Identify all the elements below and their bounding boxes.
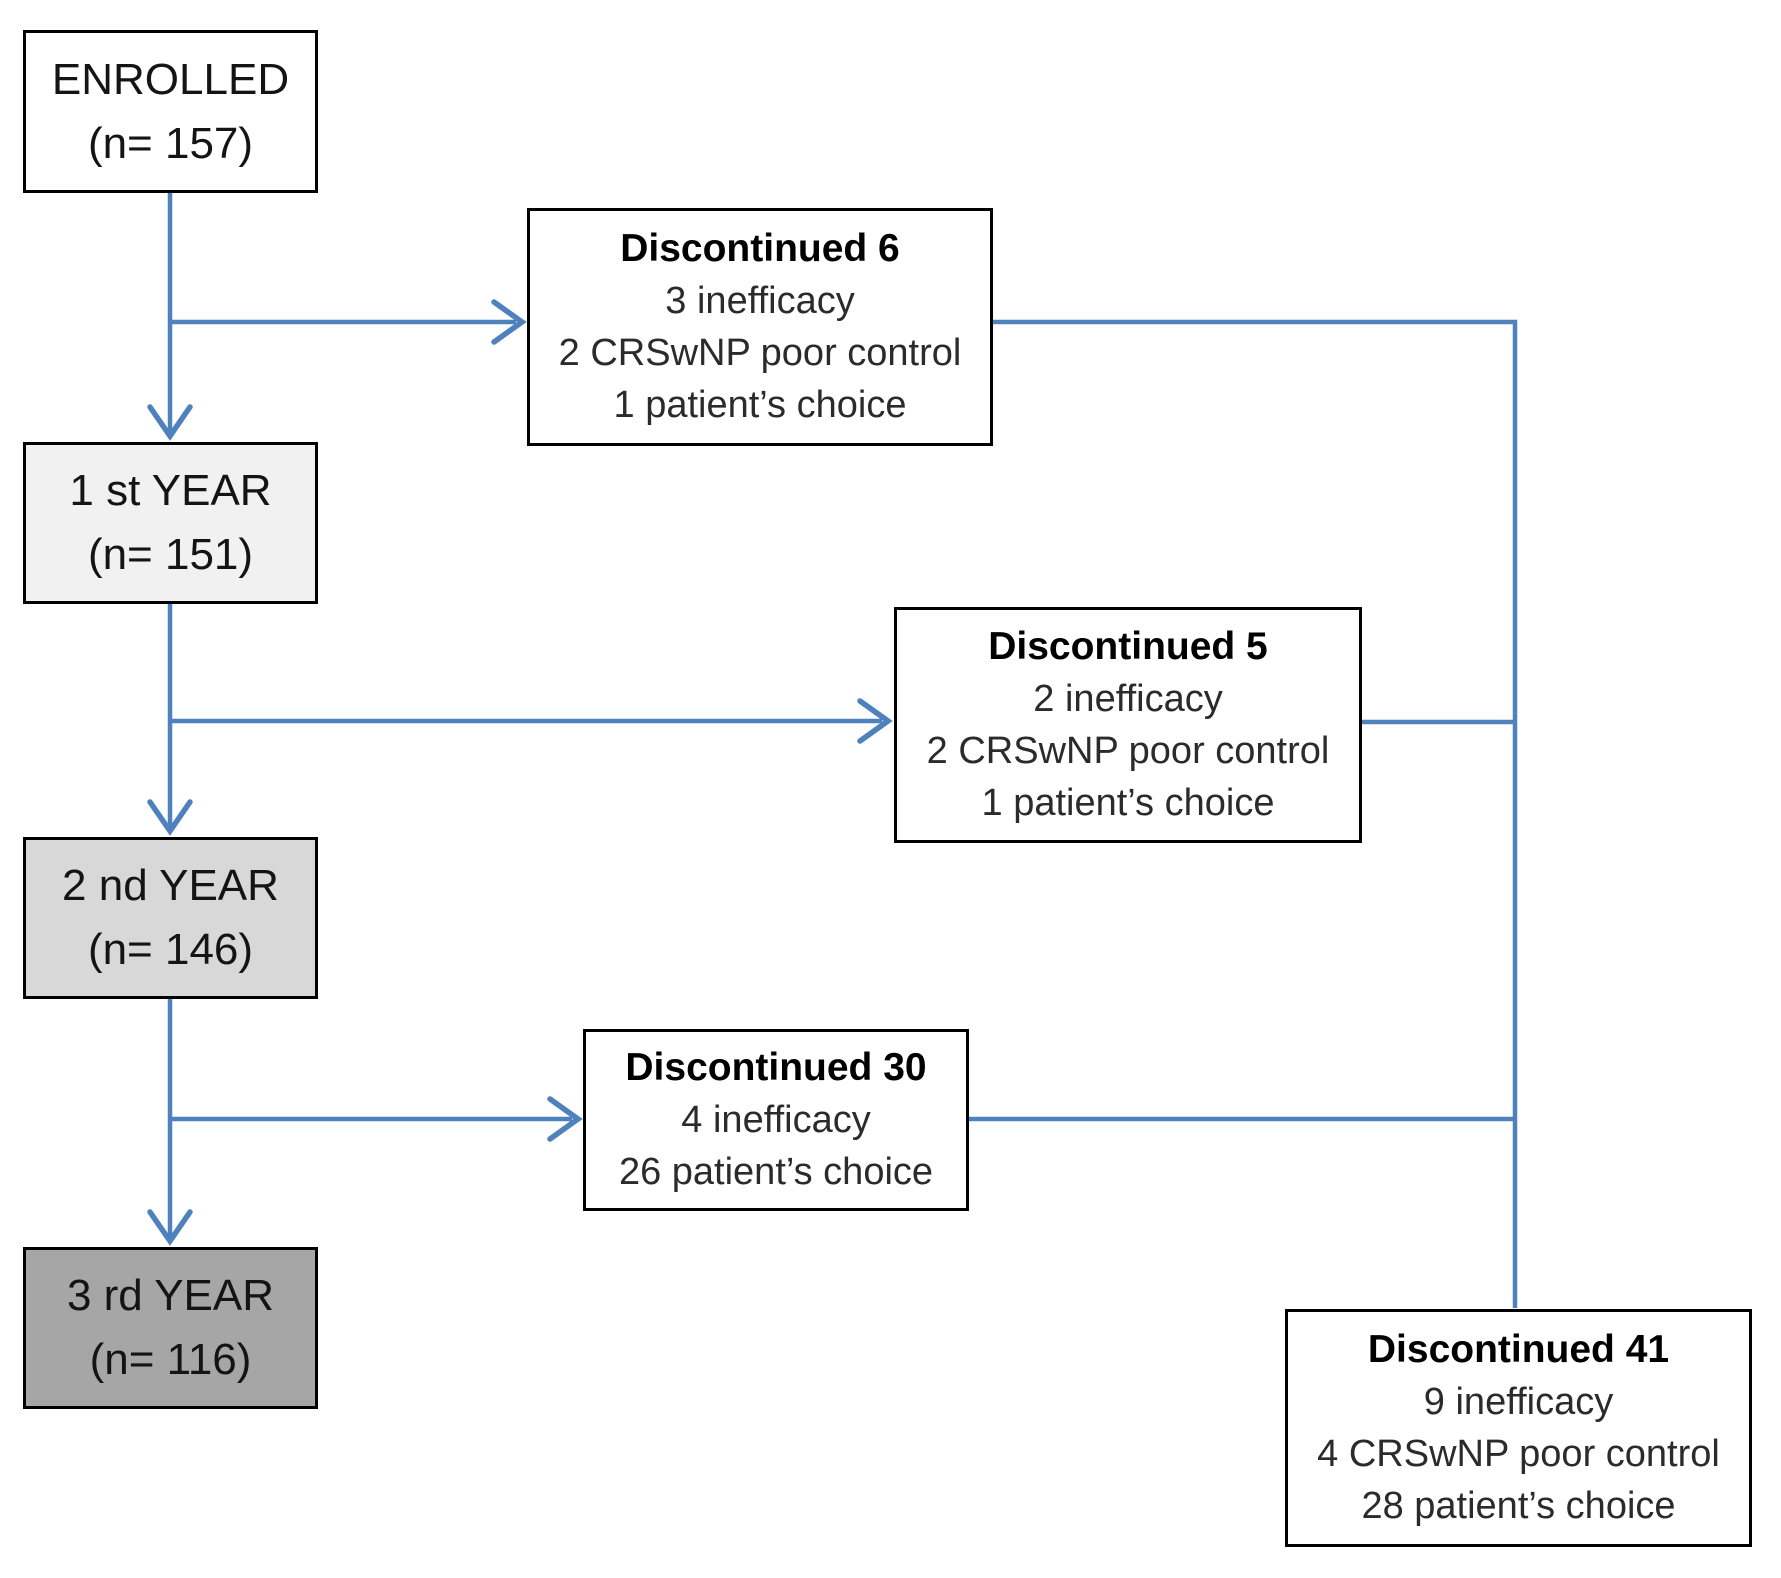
discontinued-box-30: Discontinued 30 4 inefficacy 26 patient’… [583, 1029, 969, 1211]
line-discontinued-6-to-collector [993, 319, 1518, 1308]
discontinued-box-41: Discontinued 41 9 inefficacy 4 CRSwNP po… [1285, 1309, 1752, 1547]
discontinued-reason: 28 patient’s choice [1361, 1485, 1676, 1527]
discontinued-box-5: Discontinued 5 2 inefficacy 2 CRSwNP poo… [894, 607, 1362, 843]
discontinued-reason: 9 inefficacy [1423, 1381, 1614, 1423]
stage-count: (n= 151) [87, 530, 254, 579]
discontinued-reason: 3 inefficacy [665, 280, 855, 322]
stage-label: ENROLLED [51, 54, 290, 104]
stage-count: (n= 116) [89, 1335, 252, 1384]
discontinued-title: Discontinued 5 [988, 625, 1268, 668]
discontinued-reason: 2 CRSwNP poor control [926, 730, 1330, 772]
stage-box-year2: 2 nd YEAR (n= 146) [23, 837, 318, 999]
stage-label: 3 rd YEAR [66, 1271, 275, 1320]
discontinued-reason: 4 inefficacy [681, 1099, 871, 1141]
arrowhead-right-into-discontinued-5-icon [857, 698, 893, 744]
discontinued-box-6: Discontinued 6 3 inefficacy 2 CRSwNP poo… [527, 208, 993, 446]
stage-label: 1 st YEAR [69, 466, 272, 515]
arrowhead-right-into-discontinued-30-icon [547, 1096, 583, 1142]
discontinued-reason: 1 patient’s choice [981, 782, 1275, 824]
stage-label: 2 nd YEAR [62, 861, 279, 910]
arrowhead-down-into-year2-icon [147, 799, 193, 836]
stage-box-year1: 1 st YEAR (n= 151) [23, 442, 318, 604]
discontinued-title: Discontinued 30 [625, 1046, 927, 1089]
arrowhead-down-into-year1-icon [147, 404, 193, 441]
stage-count: (n= 146) [87, 925, 254, 974]
discontinued-reason: 4 CRSwNP poor control [1317, 1433, 1720, 1475]
discontinued-reason: 1 patient’s choice [613, 384, 907, 426]
stage-count: (n= 157) [87, 118, 254, 168]
arrowhead-right-into-discontinued-6-icon [491, 299, 527, 345]
discontinued-title: Discontinued 6 [620, 227, 900, 270]
discontinued-reason: 26 patient’s choice [618, 1151, 934, 1193]
discontinued-reason: 2 CRSwNP poor control [558, 332, 962, 374]
discontinued-title: Discontinued 41 [1367, 1328, 1670, 1371]
arrowhead-down-into-year3-icon [147, 1209, 193, 1246]
discontinued-reason: 2 inefficacy [1033, 678, 1223, 720]
stage-box-enrolled: ENROLLED (n= 157) [23, 30, 318, 193]
stage-box-year3: 3 rd YEAR (n= 116) [23, 1247, 318, 1409]
